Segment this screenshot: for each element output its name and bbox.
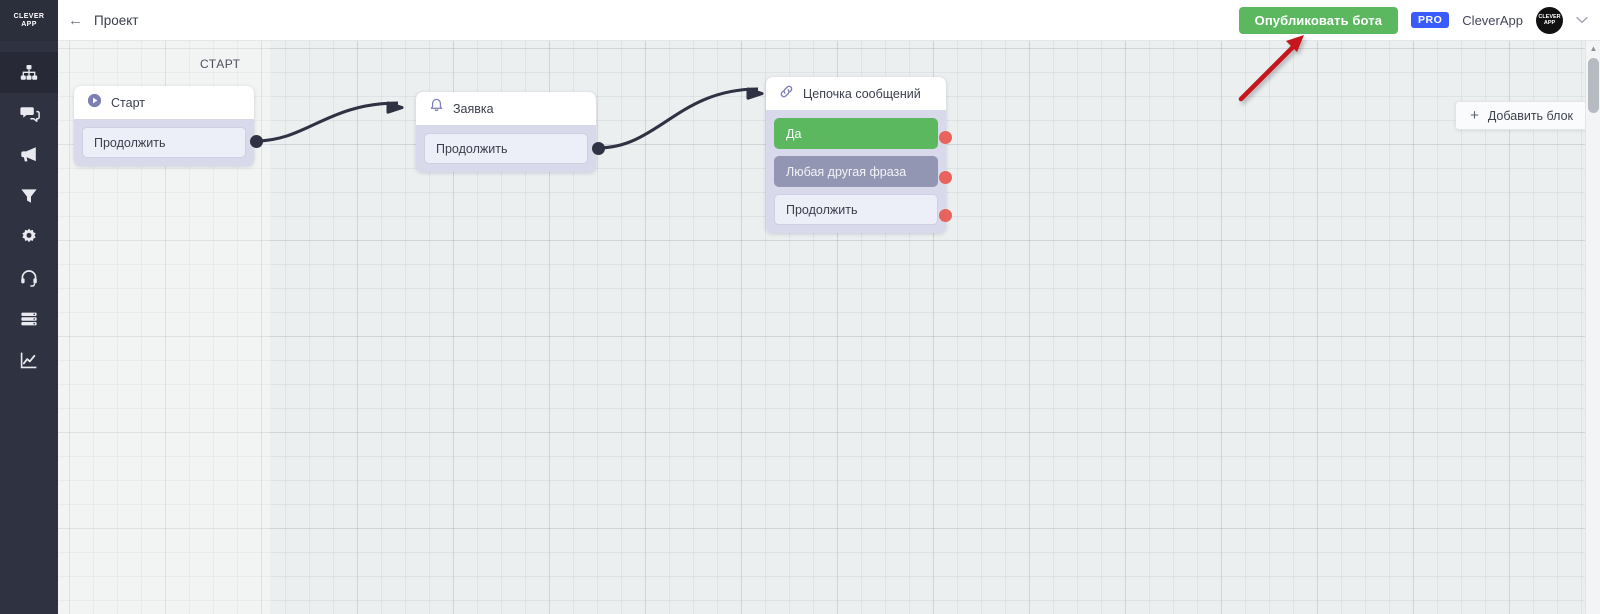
lane-label-start: СТАРТ: [200, 57, 241, 71]
add-block-label: Добавить блок: [1487, 108, 1573, 123]
output-port-request[interactable]: [592, 142, 605, 155]
bell-icon: [429, 98, 444, 119]
node-title: Цепочка сообщений: [803, 86, 921, 101]
node-button-yes[interactable]: Да: [774, 118, 938, 149]
node-button-continue[interactable]: Продолжить: [424, 133, 588, 164]
left-sidebar: CLEVER APP: [0, 0, 58, 614]
account-name: CleverApp: [1462, 12, 1523, 28]
avatar-line-2: APP: [1543, 20, 1556, 26]
sidebar-item-dialogs[interactable]: [0, 93, 58, 134]
sidebar-item-flow[interactable]: [0, 52, 58, 93]
flow-node-start[interactable]: Старт Продолжить: [74, 86, 254, 166]
publish-bot-button[interactable]: Опубликовать бота: [1238, 6, 1399, 34]
sidebar-item-database[interactable]: [0, 298, 58, 339]
page-title: Проект: [94, 12, 139, 28]
chat-bubbles-icon: [19, 103, 40, 124]
sidebar-item-filter[interactable]: [0, 175, 58, 216]
output-port-continue[interactable]: [939, 209, 952, 222]
server-list-icon: [19, 309, 39, 329]
back-arrow-icon[interactable]: ←: [68, 11, 83, 29]
plus-icon: +: [1470, 107, 1479, 124]
node-button-continue[interactable]: Продолжить: [774, 194, 938, 225]
add-block-button[interactable]: + Добавить блок: [1455, 101, 1588, 130]
node-button-continue[interactable]: Продолжить: [82, 127, 246, 158]
output-port-start[interactable]: [250, 135, 263, 148]
logo-line-2: APP: [21, 20, 37, 28]
link-icon: [779, 84, 794, 104]
node-body: Продолжить: [416, 125, 596, 172]
node-body: Да Любая другая фраза Продолжить: [766, 110, 946, 233]
flow-node-request[interactable]: Заявка Продолжить: [416, 92, 596, 172]
plan-badge[interactable]: PRO: [1411, 12, 1450, 28]
logo-line-1: CLEVER: [13, 12, 45, 20]
app-logo[interactable]: CLEVER APP: [0, 0, 58, 41]
flow-node-message-chain[interactable]: Цепочка сообщений Да Любая другая фраза …: [766, 77, 946, 233]
megaphone-icon: [19, 144, 40, 165]
vertical-scrollbar[interactable]: ▲: [1585, 41, 1600, 614]
scroll-up-arrow-icon[interactable]: ▲: [1589, 44, 1598, 53]
funnel-icon: [19, 186, 39, 206]
node-title: Старт: [111, 95, 145, 110]
chart-line-icon: [19, 350, 39, 370]
sidebar-item-settings[interactable]: [0, 216, 58, 257]
output-port-yes[interactable]: [939, 131, 952, 144]
sidebar-items: [0, 41, 58, 380]
chevron-down-icon[interactable]: [1576, 13, 1588, 27]
node-header: Старт: [74, 86, 254, 119]
avatar[interactable]: CLEVER APP: [1536, 6, 1563, 34]
avatar-line-1: CLEVER: [1538, 14, 1561, 20]
node-title: Заявка: [453, 101, 494, 116]
header-actions: Опубликовать бота PRO CleverApp CLEVER A…: [1238, 6, 1600, 34]
output-port-any-other-phrase[interactable]: [939, 171, 952, 184]
headset-icon: [19, 268, 39, 288]
gear-icon: [19, 227, 39, 247]
sidebar-item-analytics[interactable]: [0, 339, 58, 380]
node-header: Цепочка сообщений: [766, 77, 946, 110]
node-button-any-other-phrase[interactable]: Любая другая фраза: [774, 156, 938, 187]
back-to-project[interactable]: ← Проект: [58, 13, 138, 28]
flow-canvas[interactable]: СТАРТ Старт Продолжить: [58, 41, 1600, 614]
scrollbar-thumb[interactable]: [1588, 58, 1599, 113]
sitemap-icon: [19, 63, 39, 83]
node-header: Заявка: [416, 92, 596, 125]
sidebar-item-support[interactable]: [0, 257, 58, 298]
top-header: ← Проект Опубликовать бота PRO CleverApp…: [58, 0, 1600, 41]
play-circle-icon: [87, 93, 102, 113]
connection-edges: [255, 87, 764, 150]
node-body: Продолжить: [74, 119, 254, 166]
sidebar-item-broadcast[interactable]: [0, 134, 58, 175]
